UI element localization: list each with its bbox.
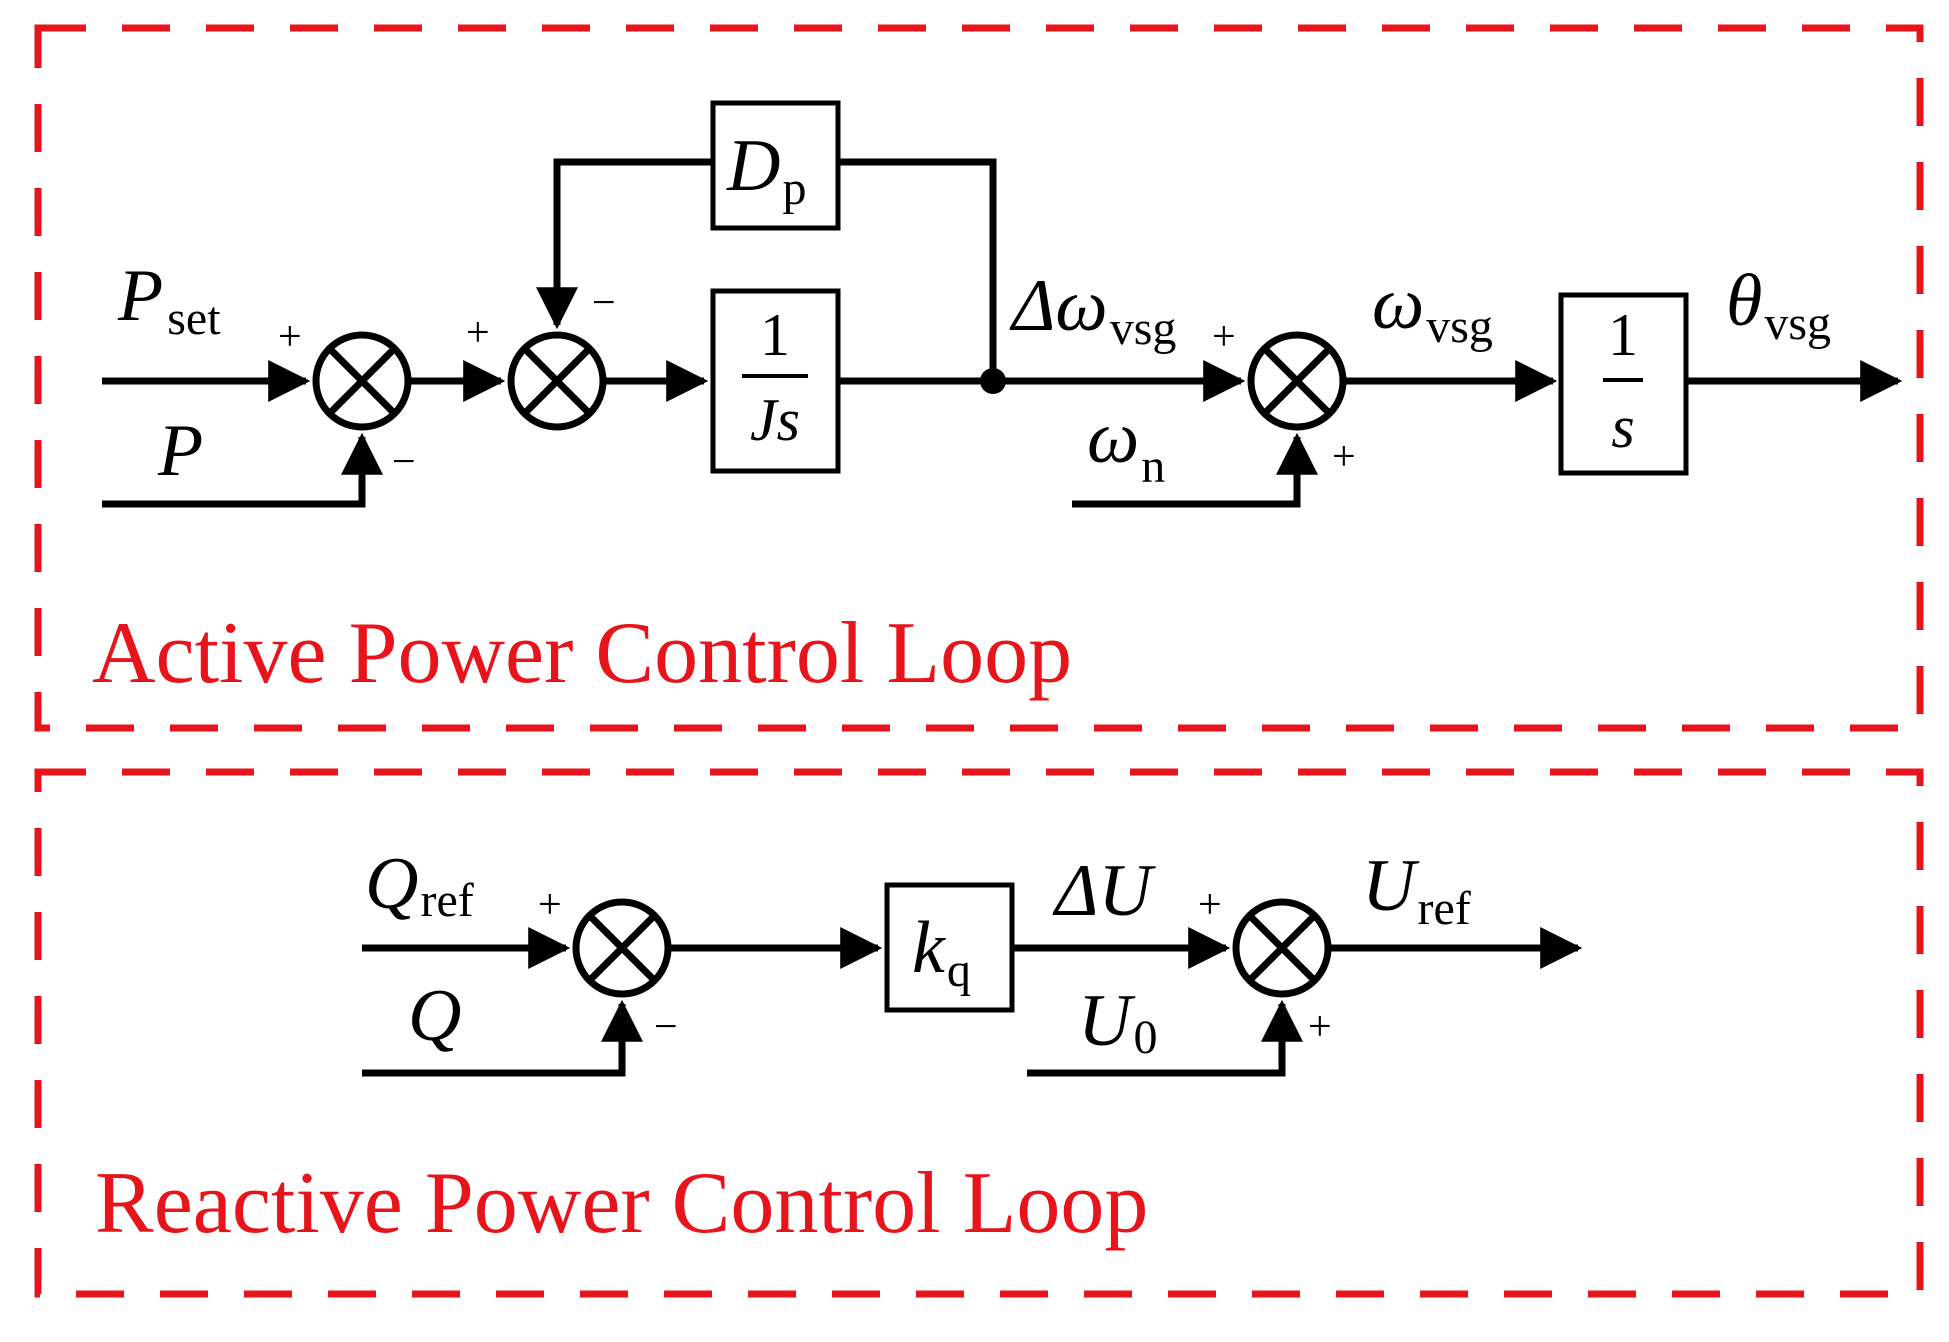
svg-text:1: 1 [760, 302, 790, 368]
reactive-loop-border [34, 768, 1924, 1298]
rsum2-plus-sign-bottom: + [1308, 1004, 1332, 1050]
damping-block: Dp [710, 100, 841, 231]
sum1-plus-sign: + [278, 314, 302, 360]
u0-label: U0 [1078, 980, 1157, 1064]
svg-text:Dp: Dp [726, 125, 806, 215]
delta-u-label: ΔU [1052, 850, 1156, 932]
sum1-minus-sign: − [392, 439, 416, 485]
q-label: Q [408, 975, 461, 1057]
sum2-minus-sign: − [592, 280, 616, 326]
active-sum-junction-3 [1247, 331, 1347, 431]
integrator-block: 1 s [1558, 292, 1689, 476]
p-feedback-wire [102, 432, 383, 508]
rsum2-plus-sign-left: + [1198, 882, 1222, 928]
active-sum-junction-1 [312, 331, 412, 431]
omega-n-wire [1072, 432, 1318, 508]
q-feedback-wire [362, 999, 643, 1077]
rsum1-minus-sign: − [654, 1004, 678, 1050]
gain-block: kq [884, 882, 1015, 1013]
omega-n-label: ωn [1087, 397, 1165, 493]
delta-omega-vsg-label: Δωvsg [1009, 265, 1176, 355]
active-sum-junction-2 [507, 331, 607, 431]
svg-text:kq: kq [912, 907, 971, 997]
p-label: P [157, 410, 203, 492]
reactive-loop-title: Reactive Power Control Loop [95, 1155, 1148, 1252]
damping-feedback-in-wire [838, 158, 997, 381]
p-set-label: Pset [117, 255, 221, 345]
svg-text:Js: Js [750, 387, 800, 453]
reactive-sum-junction-1 [572, 898, 672, 998]
u-ref-label: Uref [1362, 845, 1471, 935]
theta-vsg-label: θvsg [1726, 260, 1831, 350]
inertia-block: 1 Js [710, 288, 841, 474]
svg-text:1: 1 [1608, 302, 1638, 368]
sum2-plus-sign: + [466, 310, 490, 356]
reactive-sum-junction-2 [1232, 898, 1332, 998]
active-loop-title: Active Power Control Loop [92, 605, 1072, 702]
svg-text:s: s [1611, 394, 1634, 460]
omega-vsg-label: ωvsg [1372, 263, 1493, 353]
q-ref-label: Qref [365, 843, 474, 927]
branch-point [980, 368, 1006, 394]
sum3-plus-sign-bottom: + [1332, 434, 1356, 480]
rsum1-plus-sign: + [538, 882, 562, 928]
damping-feedback-out-wire [536, 158, 713, 330]
sum3-plus-sign-left: + [1212, 314, 1236, 360]
active-loop-border [34, 24, 1924, 732]
u0-wire [1027, 999, 1303, 1077]
